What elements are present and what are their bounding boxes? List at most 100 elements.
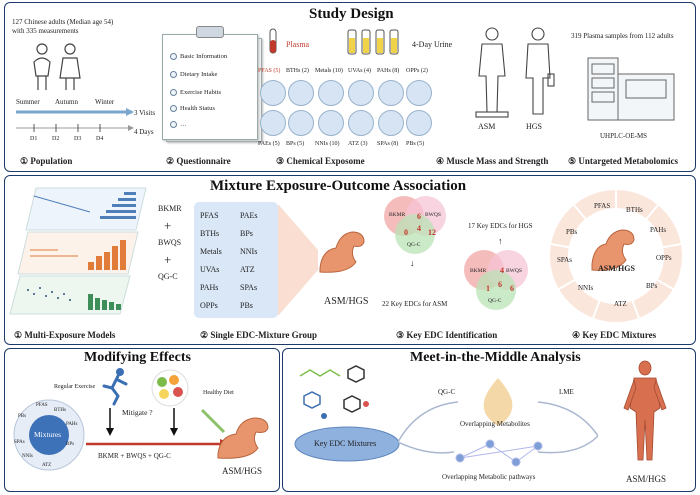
plus-sign: + — [164, 252, 172, 267]
wheel-item: PBs — [566, 228, 578, 236]
questionnaire-item: Health Status — [170, 105, 215, 112]
instrument-label: UHPLC-OE-MS — [600, 132, 648, 140]
molecule-icon — [406, 110, 432, 136]
ring-item: BTHs — [54, 408, 66, 413]
venn-asm-number: 12 — [428, 228, 436, 237]
chemical-structures-icon — [299, 365, 369, 419]
model-plots-icon — [9, 187, 147, 315]
molecule-icon — [260, 110, 286, 136]
venn-hgs-label: BKMR — [470, 268, 487, 274]
edc-item: PAEs — [240, 211, 258, 220]
chem-group-bottom: SPAs (8) — [377, 141, 399, 147]
lme-label: LME — [559, 388, 574, 396]
runner-icon — [102, 368, 128, 406]
chem-group-bottom: ATZ (3) — [348, 141, 368, 147]
key-caption: ③ Key EDC Identification — [396, 330, 498, 340]
molecule-icon — [288, 110, 314, 136]
urine-label: 4-Day Urine — [412, 40, 453, 49]
mixtures-ring — [13, 399, 85, 471]
edc-group-box — [194, 202, 278, 318]
wheel-center-label: ASM/HGS — [598, 264, 635, 273]
population-caption: ① Population — [20, 156, 73, 166]
venn-hgs-qgc — [476, 270, 516, 310]
edc-item: ATZ — [240, 265, 255, 274]
wheel-item: ATZ — [614, 300, 627, 308]
venn-asm-arrow: ↓ — [410, 258, 415, 268]
mitm-title: Meet-in-the-Middle Analysis — [410, 350, 581, 365]
day-d3: D3 — [74, 136, 82, 142]
hgs-label: HGS — [526, 122, 543, 131]
models-line-label: BKMR + BWQS + QG-C — [98, 452, 171, 460]
visits-label: 3 Visits — [134, 109, 156, 117]
venn-asm-label: QG-C — [407, 242, 421, 248]
single-outcome-label: ASM/HGS — [324, 296, 369, 307]
metabolomics-samples-text: 319 Plasma samples from 112 adults — [571, 32, 674, 40]
questionnaire-item: Basic Information — [170, 53, 227, 60]
venn-asm-text: 22 Key EDCs for ASM — [382, 300, 448, 308]
venn-hgs-number: 1 — [486, 284, 490, 293]
mitm-panel — [282, 348, 696, 492]
venn-asm-number: 4 — [417, 224, 421, 233]
healthy-food-icon — [151, 369, 189, 407]
edc-item: BPs — [240, 229, 253, 238]
season-autumn: Autumn — [55, 98, 78, 106]
molecule-icon — [318, 110, 344, 136]
model-bwqs: BWQS — [158, 238, 182, 247]
population-measurements-text: with 335 measurements — [12, 27, 79, 35]
chem-group-bottom: PAEs (5) — [258, 141, 280, 147]
venn-asm-label: BWQS — [425, 212, 441, 218]
mixture-panel — [4, 175, 696, 345]
flexed-arm-icon — [319, 231, 365, 273]
questionnaire-item: … — [170, 121, 187, 128]
metabolomics-caption: ⑤ Untargeted Metabolomics — [568, 156, 679, 166]
venn-hgs-label: QG-C — [488, 298, 502, 304]
population-adults-text: 127 Chinese adults (Median age 54) — [12, 18, 114, 26]
muscle-caption: ④ Muscle Mass and Strength — [436, 156, 549, 166]
study-design-title: Study Design — [309, 6, 394, 22]
molecule-icon — [348, 80, 374, 106]
edc-item: Metals — [200, 247, 222, 256]
season-summer: Summer — [16, 98, 40, 106]
ring-item: PBs — [18, 414, 27, 419]
questionnaire-card — [162, 34, 258, 140]
overlap-pathways-label: Overlapping Metabolic pathways — [442, 473, 536, 481]
diet-label: Healthy Diet — [203, 390, 234, 396]
ring-item: BPs — [66, 442, 75, 447]
chem-group-top: PFAS (5) — [258, 68, 281, 74]
clipboard-clip-icon — [196, 26, 224, 38]
chem-group-top: UVAs (4) — [348, 68, 372, 74]
chemical-caption: ③ Chemical Exposome — [276, 156, 365, 166]
venn-hgs-arrow: ↑ — [498, 236, 503, 246]
venn-asm-number: 6 — [417, 212, 421, 221]
wheel-item: BTHs — [626, 206, 643, 214]
people-icon — [33, 43, 81, 90]
mixtures-center-label: Mixtures — [34, 430, 62, 439]
muscle-anatomy-icon — [623, 360, 667, 461]
edc-item: OPPs — [200, 301, 218, 310]
molecule-icon — [378, 110, 404, 136]
day-d2: D2 — [52, 136, 60, 142]
edc-wheel — [550, 190, 682, 322]
venn-hgs-number: 6 — [498, 280, 502, 289]
mass-spectrometer-icon — [587, 57, 675, 121]
wheel-item: BPs — [646, 282, 658, 290]
ring-item: PAHs — [66, 422, 78, 427]
modifying-outcome-label: ASM/HGS — [222, 466, 263, 476]
mitm-flow-lines — [398, 378, 598, 467]
wheel-item: PAHs — [650, 226, 667, 234]
edc-item: BTHs — [200, 229, 220, 238]
edc-item: PAHs — [200, 283, 219, 292]
day-d1: D1 — [30, 136, 38, 142]
season-winter: Winter — [95, 98, 115, 106]
molecule-icon — [260, 80, 286, 106]
chem-group-bottom: BPs (5) — [286, 141, 305, 147]
modifying-panel — [4, 348, 280, 492]
molecule-icon — [406, 80, 432, 106]
mitigate-label: Mitigate ? — [122, 408, 153, 417]
wheel-item: OPPs — [656, 254, 672, 262]
molecule-icon — [348, 110, 374, 136]
urine-tubes-icon — [347, 29, 399, 55]
venn-asm-label: BKMR — [389, 212, 406, 218]
molecule-icon — [318, 80, 344, 106]
wheel-item: PFAS — [594, 202, 611, 210]
